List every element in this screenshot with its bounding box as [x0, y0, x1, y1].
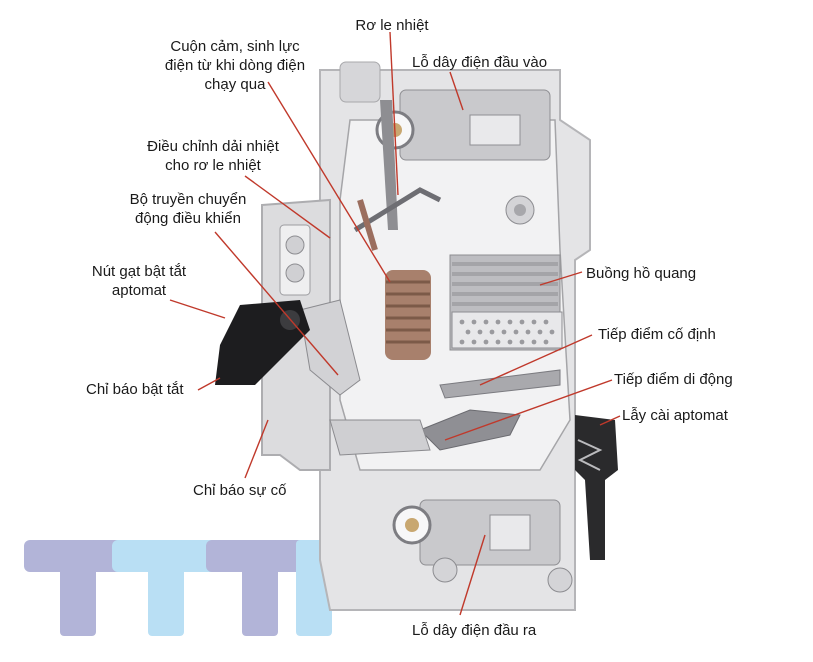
- label-thermal-adjust: Điều chỉnh dải nhiệt cho rơ le nhiệt: [147, 138, 279, 174]
- label-fault-indicator: Chỉ báo sự cố: [193, 482, 287, 499]
- leader-arc-chamber: [539, 271, 583, 286]
- leader-fixed-contact: [479, 334, 593, 386]
- label-fixed-contact: Tiếp điểm cố định: [598, 326, 716, 343]
- leader-on-off-indicator: [197, 377, 221, 391]
- leader-fault-indicator: [244, 419, 269, 479]
- leader-moving-contact: [444, 379, 613, 441]
- label-arc-chamber: Buồng hồ quang: [586, 265, 697, 282]
- leader-coil: [267, 81, 391, 283]
- din-latch-shape: [575, 415, 618, 560]
- coil-shape: [385, 270, 431, 360]
- label-toggle-lever: Nút gạt bật tắt aptomat: [91, 263, 187, 299]
- leader-toggle-lever: [169, 299, 226, 319]
- leader-din-latch: [599, 415, 621, 426]
- label-moving-contact: Tiếp điểm di động: [614, 371, 733, 388]
- leader-input-terminal: [449, 71, 464, 111]
- leader-lines: [169, 31, 621, 616]
- label-control-transmission: Bộ truyền chuyển động điều khiển: [129, 191, 247, 227]
- leader-control-transmission: [214, 231, 339, 376]
- label-thermal-relay: Rơ le nhiệt: [355, 17, 429, 34]
- leader-thermal-adjust: [244, 175, 331, 239]
- label-input-terminal: Lỗ dây điện đầu vào: [412, 54, 548, 71]
- watermark-logo: [24, 540, 366, 636]
- label-output-terminal: Lỗ dây điện đầu ra: [412, 622, 537, 639]
- label-coil: Cuộn cảm, sinh lực điện từ khi dòng điện…: [164, 38, 306, 93]
- breaker-body: [215, 61, 618, 611]
- label-on-off-indicator: Chỉ báo bật tắt: [86, 381, 184, 398]
- leader-output-terminal: [459, 534, 486, 616]
- leader-thermal-relay: [389, 31, 399, 196]
- label-din-latch: Lẫy cài aptomat: [622, 407, 728, 424]
